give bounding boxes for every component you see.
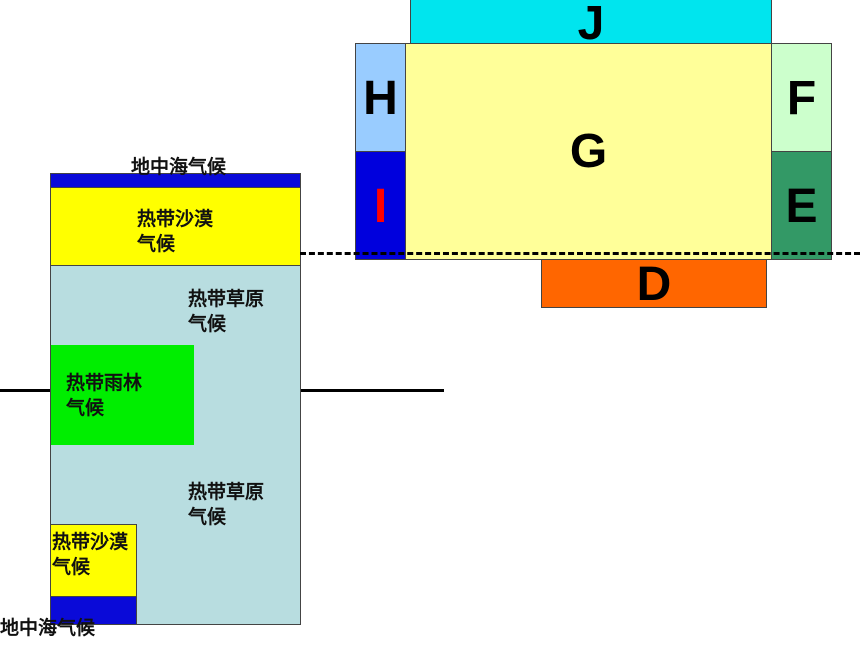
letter-J: J [577, 0, 605, 50]
letter-F: F [786, 72, 817, 125]
letter-E: E [785, 180, 818, 233]
lower-savanna-label: 热带草原 气候 [188, 481, 265, 528]
zone-E [771, 151, 832, 260]
bottom-desert-zone [50, 524, 137, 597]
top-mediterranean-label: 地中海气候 [131, 156, 227, 178]
upper-savanna-label: 热带草原 气候 [188, 288, 265, 335]
rainforest-zone [51, 345, 194, 445]
zone-G [405, 43, 772, 260]
right-letter-diagram: J G H I F E D [350, 0, 860, 320]
letter-H: H [363, 72, 398, 125]
bottom-mediterranean-label: 地中海气候 [0, 617, 96, 639]
letter-G: G [569, 125, 608, 178]
rainforest-label: 热带雨林 气候 [66, 372, 143, 419]
bottom-mediterranean-zone [50, 596, 137, 625]
dashed-line [300, 252, 860, 255]
top-desert-zone [50, 187, 301, 266]
top-desert-label: 热带沙漠 气候 [137, 208, 214, 255]
left-climate-diagram: 地中海气候 热带沙漠 气候 热带草原 气候 热带雨林 气候 热带草原 气候 热带… [0, 156, 444, 639]
zone-D [541, 259, 767, 308]
equator-line-right [300, 389, 444, 392]
bottom-desert-label: 热带沙漠 气候 [52, 531, 129, 578]
letter-D: D [636, 258, 672, 311]
equator-line-left [0, 389, 52, 392]
zone-I [355, 151, 406, 260]
letter-I: I [373, 180, 388, 233]
